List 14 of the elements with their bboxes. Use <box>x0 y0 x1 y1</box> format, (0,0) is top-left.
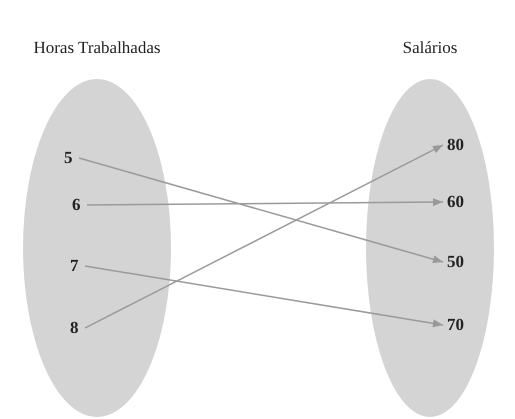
arrow <box>78 157 444 264</box>
set-element-label: 50 <box>445 252 466 272</box>
set-heading: Salários <box>402 38 458 58</box>
set-element-label: 70 <box>445 315 466 335</box>
set-element-label: 6 <box>70 195 82 215</box>
set-element-label: 80 <box>445 135 466 155</box>
set-heading: Horas Trabalhadas <box>33 38 160 58</box>
arrow <box>84 144 444 329</box>
set-element-label: 60 <box>445 192 466 212</box>
set-element-label: 5 <box>62 148 74 168</box>
arrow <box>84 265 444 328</box>
set-element-label: 8 <box>68 318 80 338</box>
set-element-label: 7 <box>68 256 80 276</box>
arrow <box>87 198 443 206</box>
